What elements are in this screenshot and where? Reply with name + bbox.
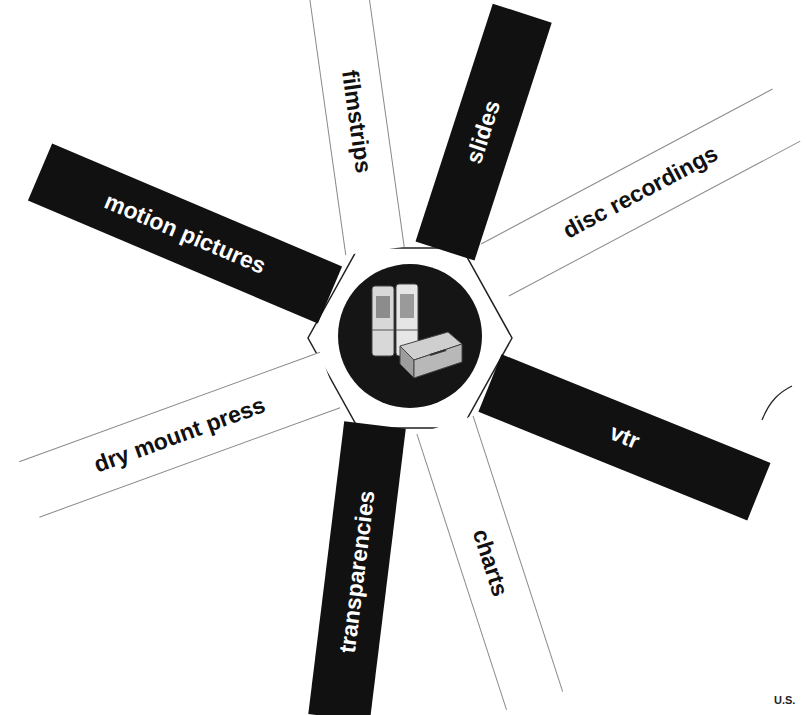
band-label: filmstrips [337,68,376,174]
band-label: dry mount press [91,392,269,477]
band-label: motion pictures [101,188,270,279]
outlined-band: disc recordings [481,89,801,297]
band-label: transparencies [335,489,380,655]
band-label: charts [467,526,512,599]
band-label: vtr [606,420,643,454]
outlined-band: filmstrips [309,0,405,255]
band-label: slides [462,97,506,167]
outlined-band: charts [416,416,563,710]
filled-band: transparencies [308,421,405,715]
center-disc [338,264,482,408]
filled-band: motion pictures [28,143,342,323]
case-icon [400,332,462,378]
cable-line [762,386,792,420]
credit-label: U.S. [774,694,795,706]
outlined-band: dry mount press [19,352,340,518]
filled-band: vtr [478,354,770,520]
band-label: disc recordings [559,141,722,244]
